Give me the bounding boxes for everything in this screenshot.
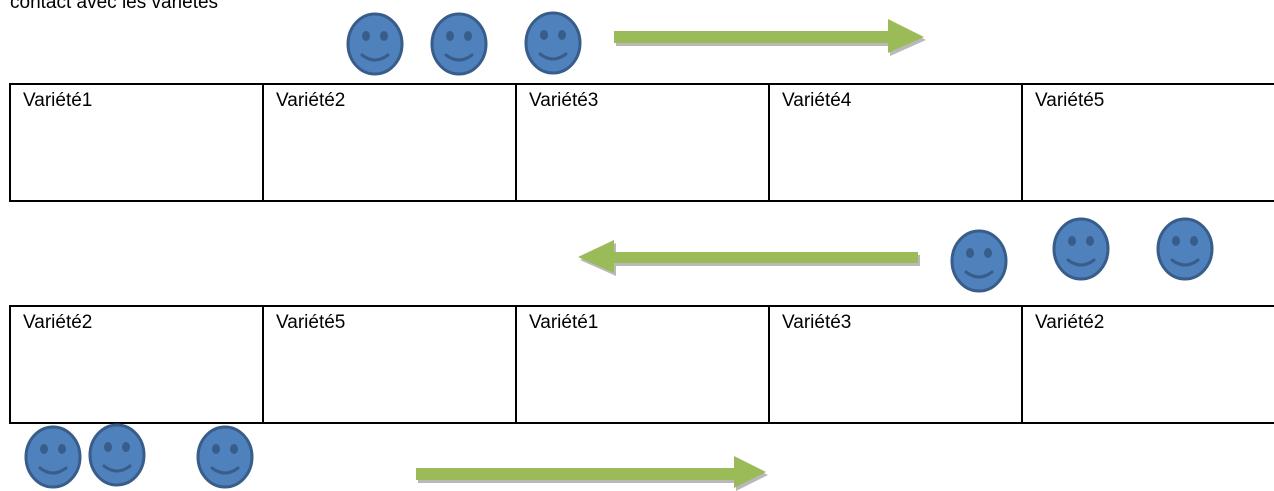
variety-cell: Variété2 [1021,305,1274,424]
variety-cell: Variété2 [262,83,517,202]
arrow-right-icon [416,456,768,491]
variety-table-2: Variété2 Variété5 Variété1 Variété3 Vari… [9,305,1274,424]
smiley-face-icon [24,425,82,489]
variety-cell: Variété3 [515,83,770,202]
smiley-face-icon [950,229,1008,293]
smiley-face-icon [1156,217,1214,281]
variety-cell: Variété5 [1021,83,1274,202]
smiley-face-icon [88,423,146,487]
variety-cell: Variété2 [9,305,264,424]
variety-cell: Variété5 [262,305,517,424]
smiley-face-icon [346,12,404,76]
arrow-left-icon [578,240,920,276]
caption-text: contact avec les variétés [10,0,219,13]
arrow-right-icon [614,19,926,56]
variety-cell: Variété3 [768,305,1023,424]
smiley-face-icon [1052,217,1110,281]
variety-table-1: Variété1 Variété2 Variété3 Variété4 Vari… [9,83,1274,202]
smiley-face-icon [524,11,582,75]
smiley-face-icon [430,12,488,76]
variety-cell: Variété1 [9,83,264,202]
variety-cell: Variété4 [768,83,1023,202]
variety-cell: Variété1 [515,305,770,424]
smiley-face-icon [196,425,254,489]
